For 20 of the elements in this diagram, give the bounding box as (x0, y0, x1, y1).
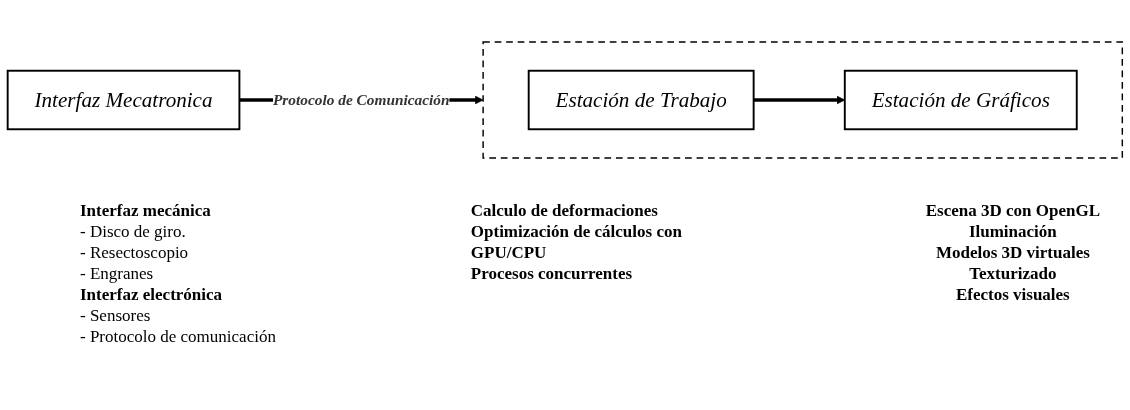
list-item: - Disco de giro. (80, 221, 186, 242)
list-item: - Sensores (80, 305, 151, 326)
list-item: - Protocolo de comunicación (80, 326, 276, 347)
cluster (482, 41, 1124, 159)
feature-text: Modelos 3D virtuales (935, 242, 1090, 263)
feature-text: Efectos visuales (955, 284, 1070, 305)
feature-text: Procesos concurrentes (470, 263, 633, 284)
section-heading: Interfaz electrónica (80, 284, 223, 305)
list-item: - Resectoscopio (80, 242, 189, 263)
feature-text: Calculo de deformaciones (470, 200, 658, 221)
node-box: Estación de Gráficos (843, 69, 1078, 131)
list-item: - Engranes (80, 263, 154, 284)
section-heading: Interfaz mecánica (80, 200, 211, 221)
feature-text: Optimización de cálculos con GPU/CPU (470, 221, 683, 263)
feature-text: Iluminación (968, 221, 1057, 242)
node-box: Interfaz Mecatronica (6, 69, 241, 131)
node-box: Estación de Trabajo (527, 69, 755, 131)
edge-label: Protocolo de Comunicación (273, 91, 450, 108)
feature-text: Texturizado (969, 263, 1057, 284)
feature-text: Escena 3D con OpenGL (925, 200, 1100, 221)
